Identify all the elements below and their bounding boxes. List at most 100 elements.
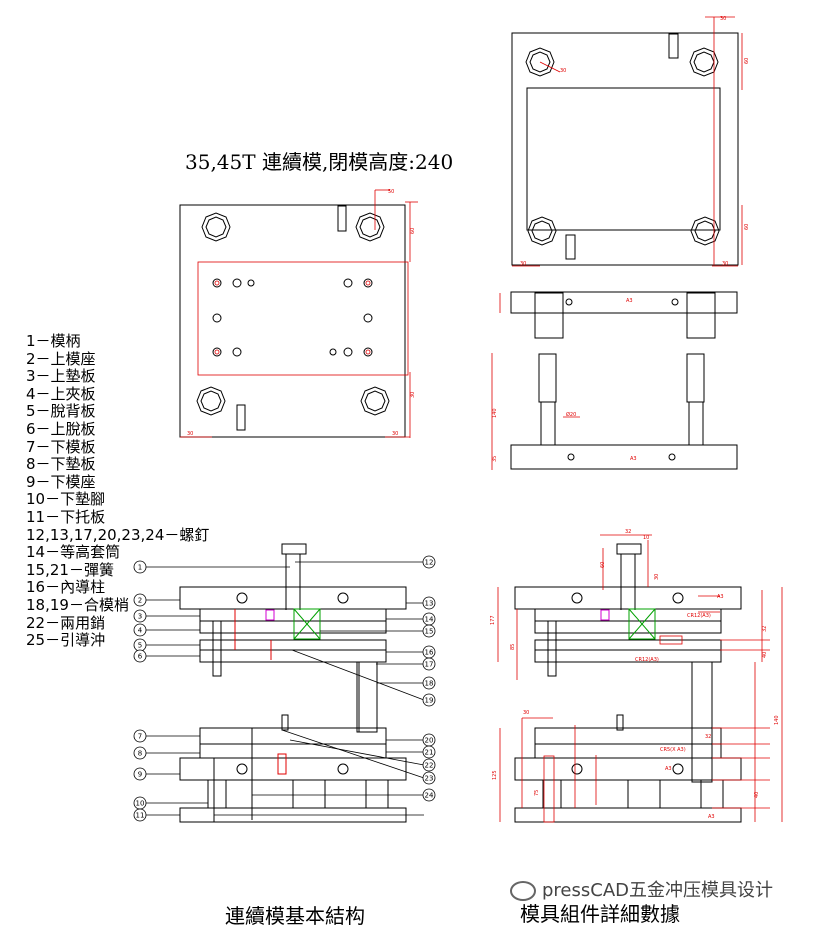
dim-label: 75 (534, 790, 540, 796)
callout-bubble: 9 (133, 767, 147, 781)
dim-label: 60 (600, 562, 606, 568)
callout-bubble: 12 (422, 555, 436, 569)
callout-number: 4 (138, 627, 143, 635)
legend-item: 1－模柄 (26, 332, 81, 350)
legend-item: 8－下墊板 (26, 455, 96, 474)
legend-item: 5－脫背板 (26, 402, 96, 421)
callout-number: 2 (138, 597, 142, 605)
detail-section (514, 543, 742, 823)
dim-label: A3 (626, 298, 633, 304)
dim-label: 30 (560, 68, 566, 74)
dim-label: 125 (492, 770, 498, 780)
upper-plate-dimensions (180, 189, 418, 438)
callout-bubble: 8 (133, 746, 147, 760)
assembly-section (179, 543, 407, 823)
callout-number: 20 (425, 737, 434, 745)
legend-item: 12,13,17,20,23,24－螺釘 (26, 525, 210, 544)
dim-label: 60 (744, 224, 750, 230)
callout-bubble: 14 (422, 612, 436, 626)
detail-colored-parts (600, 608, 656, 640)
callout-bubble: 4 (133, 623, 147, 637)
upper-plate-plan-view (179, 204, 406, 438)
dim-label: A3 (717, 594, 724, 600)
dim-label: 140 (492, 408, 498, 418)
callout-number: 21 (425, 749, 434, 757)
legend-item: 16－內導柱 (26, 578, 106, 597)
callout-number: 10 (136, 800, 145, 808)
callout-number: 8 (138, 750, 142, 758)
legend-item: 7－下模板 (26, 437, 96, 456)
callout-bubble: 21 (422, 745, 436, 759)
callout-number: 15 (425, 628, 434, 636)
legend-item: 15,21－彈簧 (26, 560, 114, 579)
dim-label: 30 (722, 261, 728, 267)
dim-label: Ø20 (566, 411, 576, 418)
legend-item: 14－等高套筒 (26, 543, 121, 562)
callout-number: 17 (425, 661, 434, 669)
callout-number: 23 (425, 775, 434, 783)
legend-item: 6－上脫板 (26, 419, 96, 438)
watermark-logo: pressCAD五金冲压模具设计 (510, 876, 773, 902)
callout-number: 22 (425, 762, 434, 770)
dim-label: CR12(A3) (687, 613, 711, 619)
caption-left: 連續模基本結构 (225, 904, 365, 928)
dim-label: CR12(A3) (635, 657, 659, 663)
drawing-title: 35,45T 連續模,閉模高度:240 (185, 150, 454, 174)
callout-bubble: 3 (133, 609, 147, 623)
wechat-icon (510, 881, 536, 901)
dim-label: A3 (630, 456, 637, 462)
callout-number: 7 (138, 733, 142, 741)
dim-label: 10 (643, 535, 649, 541)
dim-label: 85 (510, 644, 516, 650)
legend-item: 2－上模座 (26, 349, 96, 368)
callout-bubble: 18 (422, 676, 436, 690)
dim-label: 30 (654, 574, 660, 580)
dim-label: 30 (523, 710, 529, 716)
dim-label: 60 (410, 228, 416, 234)
lower-plate-dim-text: 30 60 30 60 30 30 (520, 16, 750, 267)
legend-item: 22－兩用銷 (26, 613, 106, 632)
callout-number: 6 (138, 653, 143, 661)
dim-label: A3 (708, 814, 715, 820)
callout-bubble: 7 (133, 729, 147, 743)
callout-number: 16 (425, 649, 434, 657)
callout-bubble: 16 (422, 645, 436, 659)
detail-dim-text: 30 32 10 CR12(A3) CR12(A3) CR5(X A3) A3 … (490, 529, 780, 820)
legend-item: 18,19－合模梢 (26, 595, 129, 614)
detail-dimensions (497, 534, 783, 823)
callout-bubble: 11 (133, 808, 147, 822)
legend-item: 10－下墊腳 (26, 490, 106, 509)
callout-number: 19 (425, 697, 434, 705)
left-callout-leaders (146, 566, 290, 816)
callout-bubble: 10 (133, 796, 147, 810)
dim-label: 35 (492, 456, 498, 462)
watermark-text: pressCAD五金冲压模具设计 (542, 880, 774, 901)
callout-number: 18 (425, 680, 434, 688)
callout-number: 11 (136, 812, 145, 820)
dim-label: 32 (762, 626, 768, 632)
callout-number: 1 (138, 564, 142, 572)
legend-item: 4－上夾板 (26, 384, 96, 403)
dim-label: 30 (410, 392, 416, 398)
callout-bubble: 17 (422, 657, 436, 671)
dim-label: 32 (705, 734, 711, 740)
guide-post-dim-text: A3 A3 Ø20 140 35 (492, 298, 637, 462)
callout-bubble: 6 (133, 649, 147, 663)
dim-label: 40 (762, 652, 768, 658)
dim-label: 40 (754, 792, 760, 798)
caption-right: 模具組件詳細數據 (520, 902, 680, 926)
guide-post-section (510, 291, 738, 470)
lower-plate-dimensions (512, 16, 743, 267)
callout-number: 12 (425, 559, 434, 567)
callout-bubble: 2 (133, 593, 147, 607)
legend-item: 11－下托板 (26, 507, 106, 526)
legend-item: 3－上墊板 (26, 367, 96, 386)
callout-number: 9 (138, 771, 142, 779)
lower-plate-plan-view (511, 32, 739, 266)
dim-label: A3 (665, 766, 672, 772)
guide-post-dims (491, 293, 580, 470)
upper-plate-dim-text: 30 30 50 60 30 (187, 189, 416, 437)
